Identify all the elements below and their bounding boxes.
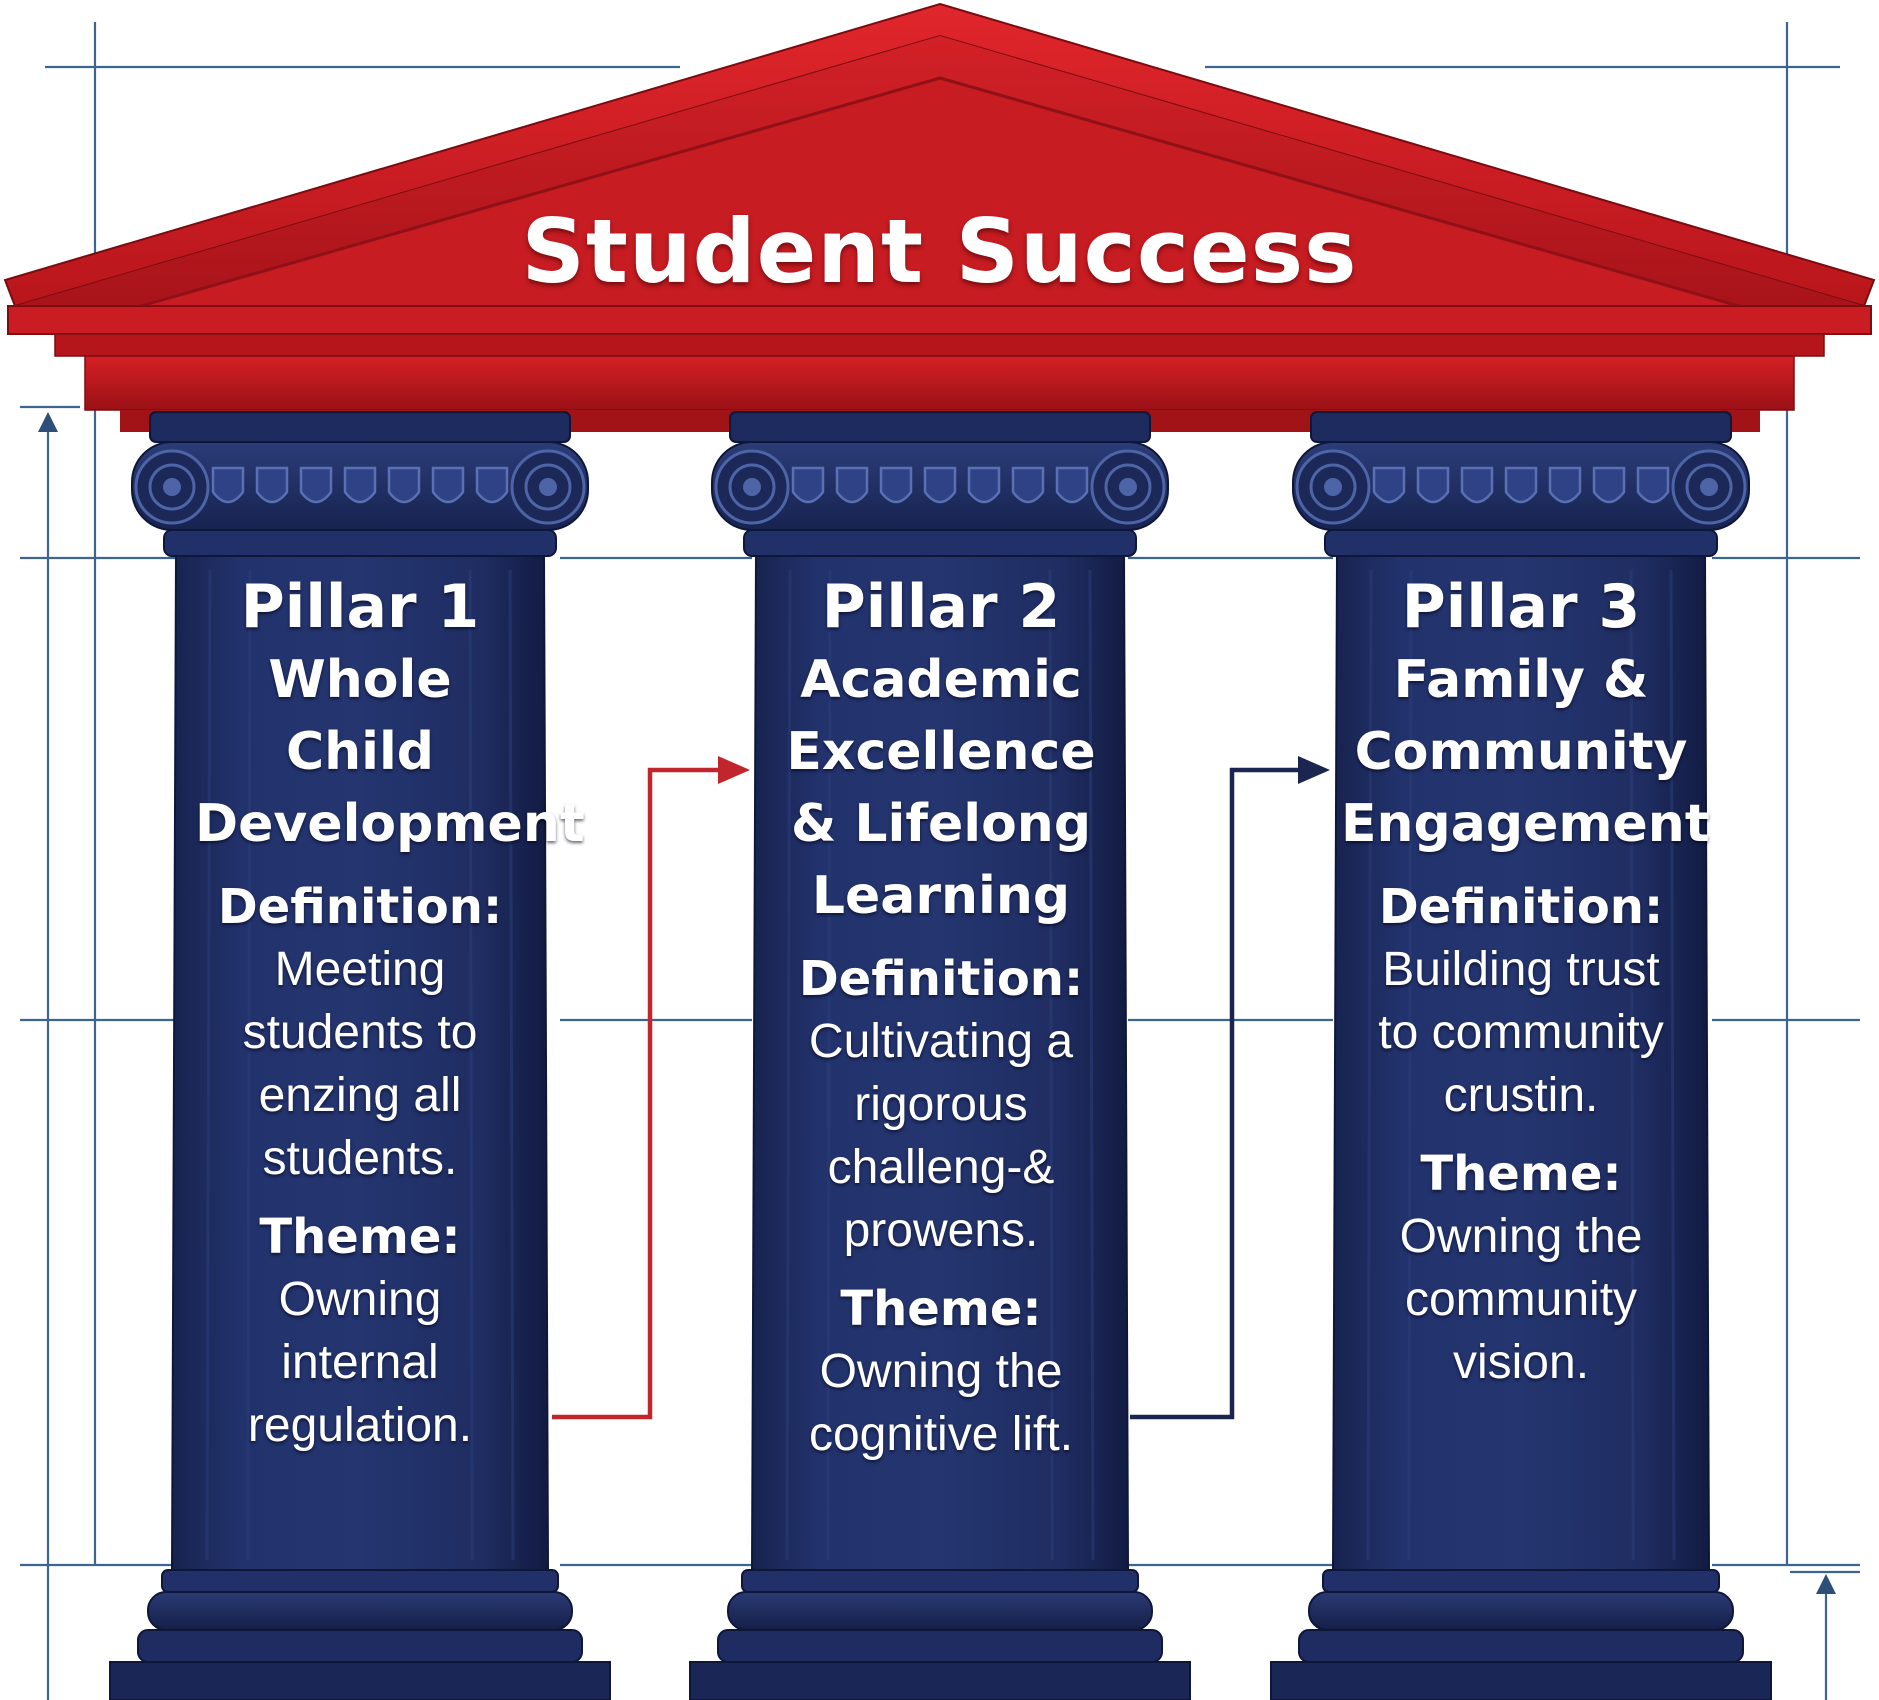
pillar-2-number: Pillar 2 [821,572,1061,642]
pillar-2-text: Pillar 2 Academic Excellence & Lifelong … [751,570,1131,1482]
column-1-plinth [109,1661,611,1700]
pillar-3-definition-label: Definition: [1378,879,1664,935]
pillar-3-theme: Owning the community vision. [1399,1210,1643,1389]
pillar-1-definition: Meeting students to enzing all students. [242,943,478,1185]
column-3-ornament [1372,466,1670,504]
column-3-fluting [1366,569,1676,1561]
dimension-arrow-left [38,412,58,1700]
column-1-volute-icon [134,449,210,525]
column-2-base-ring [741,1569,1139,1593]
connector-arrow-2-to-3 [1130,756,1330,1420]
column-3-torus [1308,1591,1734,1631]
column-2-neck [743,529,1137,557]
column-2-volute-icon [1090,449,1166,525]
column-3 [1270,411,1772,1700]
pillar-3-text: Pillar 3 Family & Community Engagement D… [1331,570,1711,1410]
pillar-3-theme-label: Theme: [1420,1146,1622,1202]
pillar-1-definition-label: Definition: [217,879,503,935]
pillar-3-definition: Building trust to community crustin. [1378,943,1664,1122]
pillar-1-theme-label: Theme: [259,1209,461,1265]
column-1-torus [147,1591,573,1631]
pillar-2-name: Academic Excellence & Lifelong Learning [786,650,1096,926]
pillar-1-text: Pillar 1 Whole Child Development Definit… [170,570,585,1473]
pillar-2-definition: Cultivating a rigorous challeng-& prowen… [808,1015,1074,1257]
pillar-1-number: Pillar 1 [240,572,480,642]
connector-arrow-1-to-2 [552,756,750,1420]
column-1 [109,411,611,1700]
column-3-abacus [1310,411,1732,443]
column-2-scotia [717,1629,1163,1663]
column-2-torus [727,1591,1153,1631]
column-3-volute-icon [1295,449,1371,525]
column-2-ornament [791,466,1089,504]
column-3-base-ring [1322,1569,1720,1593]
column-2-abacus [729,411,1151,443]
pillar-1-theme: Owning internal regulation. [247,1273,473,1452]
column-1-fluting [205,569,515,1561]
column-3-plinth [1270,1661,1772,1700]
column-2-fluting [785,569,1095,1561]
pillar-2-theme: Owning the cognitive lift. [808,1345,1074,1461]
column-1-ornament [211,466,509,504]
pillar-3-name: Family & Community Engagement [1341,650,1710,854]
column-1-volute-icon [510,449,586,525]
column-1-abacus [149,411,571,443]
dimension-arrow-right [1816,1574,1836,1700]
columns-group [109,411,1772,1700]
pillar-1-name: Whole Child Development [195,650,585,854]
column-2 [689,411,1191,1700]
column-3-volute-icon [1671,449,1747,525]
pillar-3-number: Pillar 3 [1401,572,1641,642]
diagram-title: Student Success [521,200,1358,303]
column-1-neck [163,529,557,557]
column-3-scotia [1298,1629,1744,1663]
column-3-neck [1324,529,1718,557]
column-1-base-ring [161,1569,559,1593]
pillar-2-definition-label: Definition: [798,951,1084,1007]
column-1-scotia [137,1629,583,1663]
pillar-2-theme-label: Theme: [840,1281,1042,1337]
column-2-plinth [689,1661,1191,1700]
column-2-volute-icon [714,449,790,525]
